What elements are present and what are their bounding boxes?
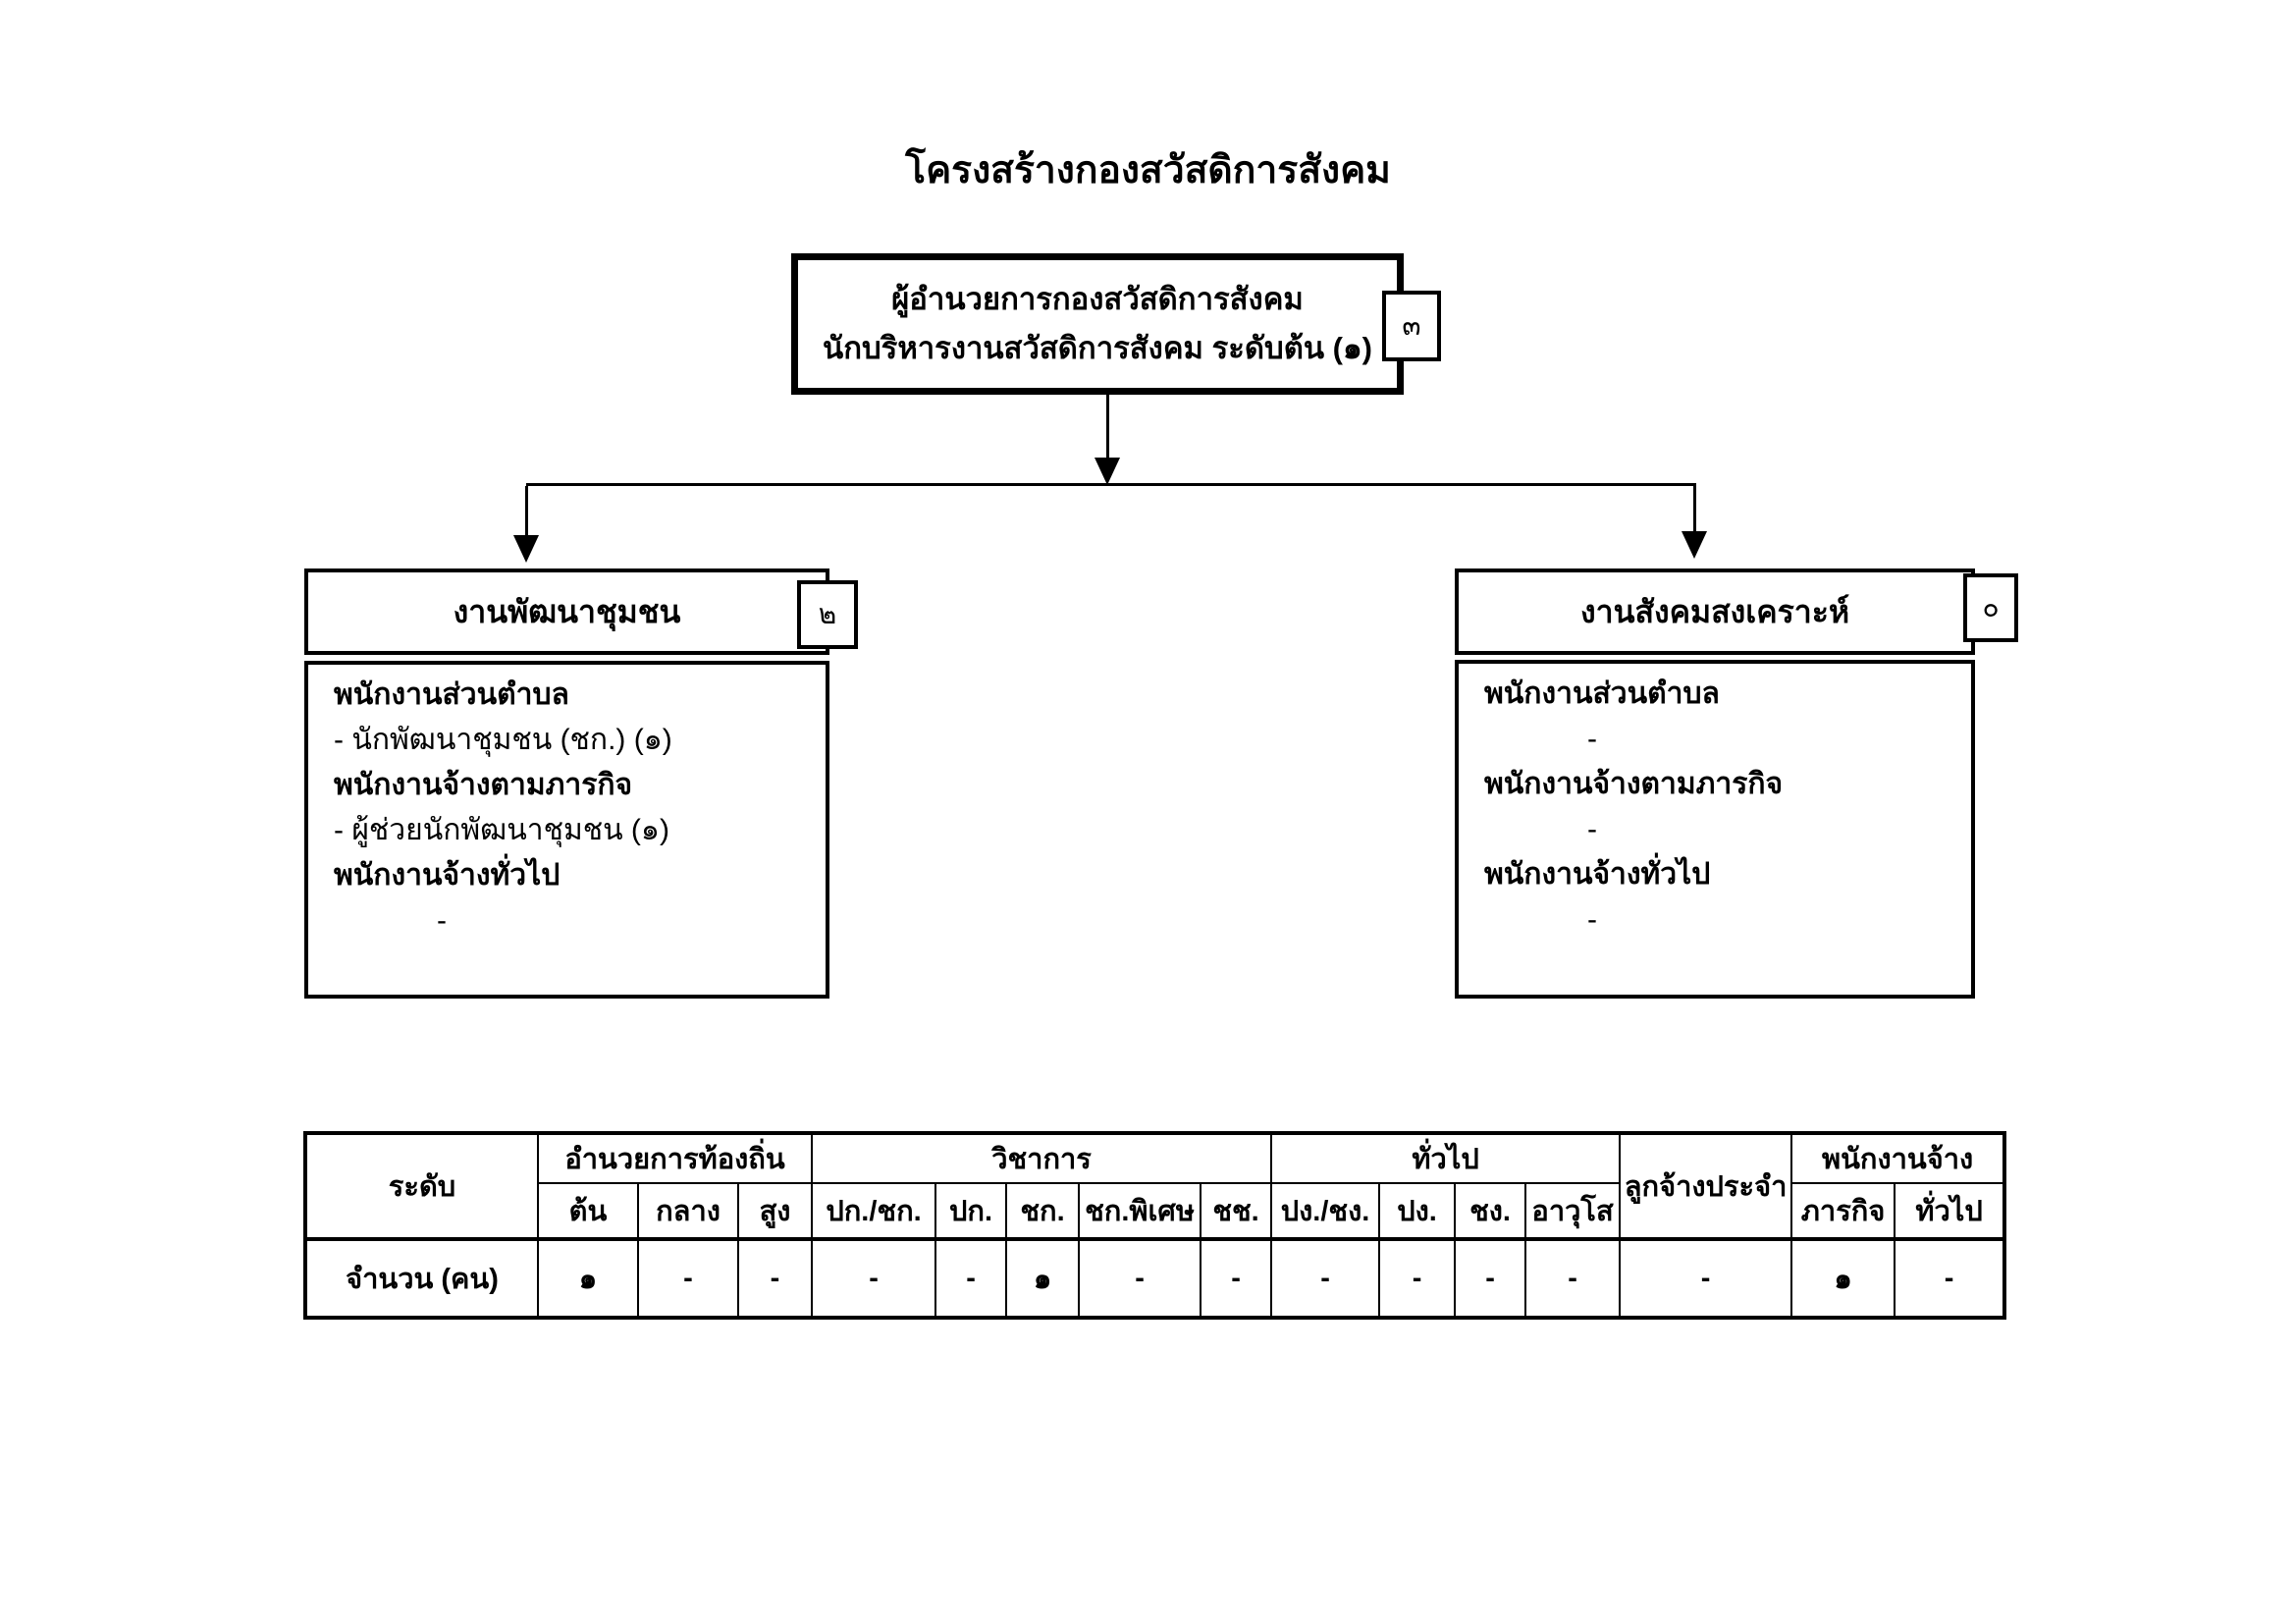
- page-title: โครงสร้างกองสวัสดิการสังคม: [905, 149, 1391, 191]
- table-value-cell: -: [1200, 1237, 1273, 1319]
- table-subheader-cell: สูง: [736, 1182, 814, 1240]
- unit-body-community-development: พนักงานส่วนตำบล - นักพัฒนาชุมชน (ชก.) (๑)…: [304, 661, 829, 999]
- unit-line: พนักงานส่วนตำบล: [334, 678, 569, 711]
- table-header-cell: ลูกจ้างประจำ: [1619, 1132, 1793, 1240]
- table-subheader-cell: ปง.: [1378, 1182, 1457, 1240]
- table-value-cell: -: [1270, 1237, 1381, 1319]
- table-value-cell: -: [1524, 1237, 1622, 1319]
- unit-line: -: [1587, 813, 1597, 845]
- connector-arrow-down-icon: [513, 535, 539, 563]
- table-value-cell: -: [1378, 1237, 1457, 1319]
- unit-header-community-development: งานพัฒนาชุมชน: [304, 568, 829, 655]
- table-value-cell: -: [1078, 1237, 1202, 1319]
- unit-line: -: [1587, 723, 1597, 755]
- table-subheader-cell: ต้น: [537, 1182, 639, 1240]
- connector-line-vertical-right: [1693, 486, 1696, 531]
- table-subheader-cell: ชก.พิเศษ: [1078, 1182, 1202, 1240]
- table-value-cell: ๑: [1005, 1237, 1081, 1319]
- table-subheader-cell: ปก.: [934, 1182, 1008, 1240]
- unit-body-social-welfare: พนักงานส่วนตำบล - พนักงานจ้างตามภารกิจ - พนั…: [1455, 660, 1975, 999]
- table-group-header-cell: พนักงานจ้าง: [1790, 1132, 2006, 1184]
- connector-arrow-down-icon: [1682, 531, 1707, 559]
- staffing-table-container: ระดับอำนวยการท้องถิ่นวิชาการทั่วไปลูกจ้า…: [303, 1131, 2007, 1320]
- unit-line: พนักงานจ้างตามภารกิจ: [334, 769, 633, 801]
- table-value-cell: -: [1894, 1237, 2006, 1319]
- staffing-table: ระดับอำนวยการท้องถิ่นวิชาการทั่วไปลูกจ้า…: [303, 1131, 2007, 1320]
- table-value-cell: -: [1619, 1237, 1793, 1319]
- unit-line: พนักงานส่วนตำบล: [1484, 677, 1720, 710]
- table-group-header-cell: วิชาการ: [811, 1132, 1273, 1184]
- table-subheader-cell: ชก.: [1005, 1182, 1081, 1240]
- table-subheader-cell: ปง./ชง.: [1270, 1182, 1381, 1240]
- unit-line: พนักงานจ้างทั่วไป: [334, 859, 561, 892]
- unit-count-badge-social-welfare: ๐: [1963, 573, 2018, 642]
- director-count-badge: ๓: [1382, 291, 1441, 361]
- table-value-cell: -: [637, 1237, 739, 1319]
- table-subheader-cell: กลาง: [637, 1182, 739, 1240]
- table-subheader-cell: ชง.: [1454, 1182, 1527, 1240]
- table-subheader-cell: ทั่วไป: [1894, 1182, 2006, 1240]
- director-position: นักบริหารงานสวัสดิการสังคม ระดับต้น (๑): [823, 331, 1372, 365]
- table-value-cell: ๑: [537, 1237, 639, 1319]
- director-title: ผู้อำนวยการกองสวัสดิการสังคม: [891, 282, 1304, 316]
- unit-line: -: [1587, 903, 1597, 936]
- table-header-cell: ระดับ: [304, 1132, 539, 1240]
- table-value-cell: -: [811, 1237, 937, 1319]
- unit-header-social-welfare: งานสังคมสงเคราะห์: [1455, 568, 1975, 655]
- table-subheader-cell: ปก./ชก.: [811, 1182, 937, 1240]
- unit-line: พนักงานจ้างทั่วไป: [1484, 858, 1711, 891]
- unit-line: -: [437, 904, 447, 937]
- table-value-cell: -: [934, 1237, 1008, 1319]
- table-subheader-cell: อาวุโส: [1524, 1182, 1622, 1240]
- unit-line: - ผู้ช่วยนักพัฒนาชุมชน (๑): [334, 814, 669, 846]
- table-value-cell: ๑: [1790, 1237, 1896, 1319]
- connector-line-vertical-center: [1106, 395, 1109, 460]
- table-value-cell: -: [1454, 1237, 1527, 1319]
- connector-line-vertical-left: [525, 486, 528, 535]
- connector-arrow-down-icon: [1095, 458, 1120, 485]
- unit-line: - นักพัฒนาชุมชน (ชก.) (๑): [334, 724, 672, 756]
- table-group-header-cell: อำนวยการท้องถิ่น: [536, 1132, 814, 1184]
- table-group-header-cell: ทั่วไป: [1270, 1132, 1622, 1184]
- table-subheader-cell: ชช.: [1200, 1182, 1273, 1240]
- table-value-cell: -: [736, 1237, 814, 1319]
- table-row-label: จำนวน (คน): [304, 1237, 539, 1319]
- table-subheader-cell: ภารกิจ: [1790, 1182, 1896, 1240]
- unit-line: พนักงานจ้างตามภารกิจ: [1484, 768, 1784, 800]
- connector-line-horizontal: [526, 483, 1696, 486]
- org-box-director: ผู้อำนวยการกองสวัสดิการสังคม นักบริหารงา…: [791, 253, 1404, 395]
- unit-count-badge-community-development: ๒: [797, 580, 858, 649]
